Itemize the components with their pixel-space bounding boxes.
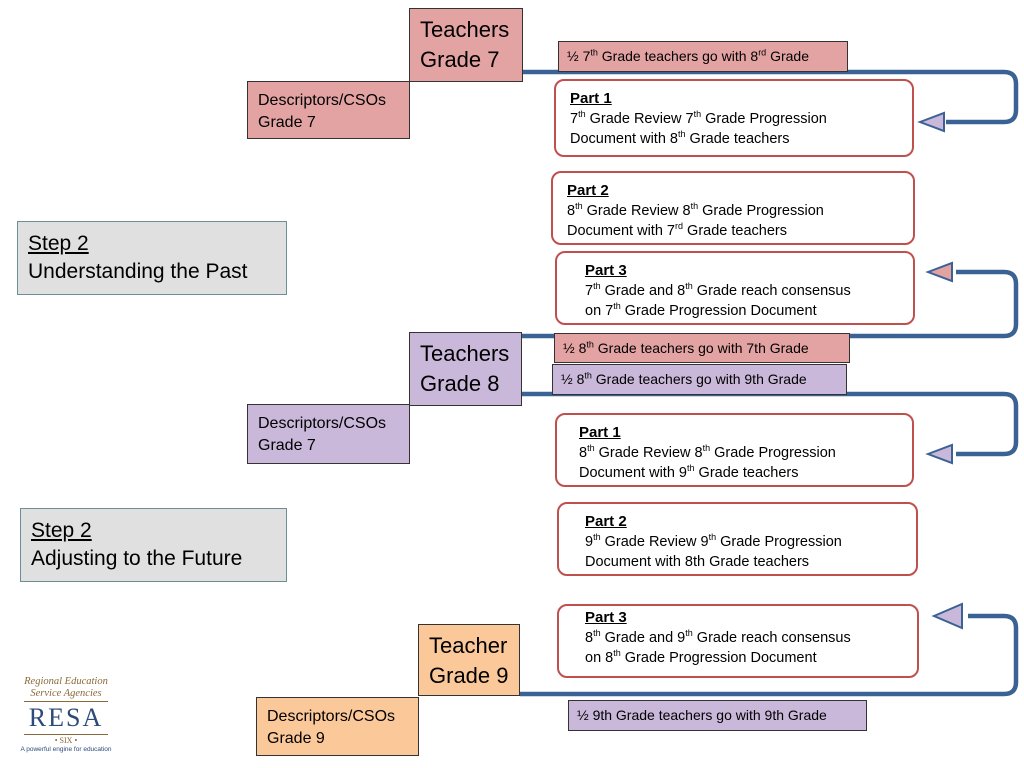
part3-consensus-7-card: Part 3 7th Grade and 8th Grade reach con…	[555, 251, 915, 325]
step-heading: Step 2	[28, 232, 89, 255]
teacher-grade9-box: Teacher Grade 9	[418, 624, 520, 696]
arrowhead-left	[925, 261, 953, 283]
part-title: Part 3	[585, 609, 627, 626]
teachers-grade8-box: Teachers Grade 8	[409, 332, 522, 406]
connector-g8-part3	[522, 269, 1019, 339]
arrowhead-left	[917, 111, 945, 133]
step2-understanding-past: Step 2 Understanding the Past	[17, 221, 287, 295]
part3-consensus-8-card: Part 3 8th Grade and 9th Grade reach con…	[557, 604, 919, 678]
part-title: Part 2	[585, 513, 627, 530]
logo-rule	[24, 734, 108, 735]
part-text-line1: 7th Grade Review 7th Grade Progression	[570, 109, 827, 127]
part-text-line2: Document with 8th Grade teachers	[585, 554, 810, 570]
logo-line1: Regional Education	[24, 676, 108, 687]
part-title: Part 3	[585, 262, 627, 279]
arrowhead-left	[931, 602, 963, 630]
descriptors-line2: Grade 9	[267, 730, 325, 747]
part-text-line1: 7th Grade and 8th Grade reach consensus	[585, 281, 851, 299]
part-text-line1: 9th Grade Review 9th Grade Progression	[585, 532, 842, 550]
teachers-grade8-line1: Teachers	[420, 341, 510, 366]
part-text-line2: Document with 9th Grade teachers	[579, 463, 799, 481]
teachers-grade7-line2: Grade 7	[420, 47, 500, 72]
part-text-line2: Document with 7rd Grade teachers	[567, 221, 787, 239]
descriptors-grade8-box: Descriptors/CSOs Grade 7	[247, 404, 410, 464]
part-text-line1: 8th Grade Review 8th Grade Progression	[567, 201, 824, 219]
descriptors-line1: Descriptors/CSOs	[258, 92, 387, 109]
connector-g7-part1	[522, 69, 1019, 125]
teacher-grade9-line2: Grade 9	[429, 663, 509, 688]
teachers-grade7-box: Teachers Grade 7	[409, 8, 523, 82]
connector-g8-part1	[522, 391, 1019, 457]
teacher-grade9-line1: Teacher	[429, 633, 508, 658]
part-text-line1: 8th Grade and 9th Grade reach consensus	[585, 628, 851, 646]
descriptors-line1: Descriptors/CSOs	[258, 415, 387, 432]
descriptors-grade7-box: Descriptors/CSOs Grade 7	[247, 81, 410, 139]
logo-rule	[24, 701, 108, 702]
part-text-line1: 8th Grade Review 8th Grade Progression	[579, 443, 836, 461]
note-8th-with-7th: ½ 8th Grade teachers go with 7th Grade	[554, 333, 850, 363]
part2-grade9-card: Part 2 9th Grade Review 9th Grade Progre…	[557, 502, 918, 576]
part-text-line2: on 8th Grade Progression Document	[585, 648, 817, 666]
descriptors-line2: Grade 7	[258, 437, 316, 454]
note-7th-with-8th: ½ 7th Grade teachers go with 8rd Grade	[558, 41, 848, 72]
part-title: Part 1	[570, 90, 612, 107]
resa-logo: Regional Education Service Agencies RESA…	[16, 676, 116, 754]
part-text-line2: Document with 8th Grade teachers	[570, 129, 790, 147]
part-text-line2: on 7th Grade Progression Document	[585, 301, 817, 319]
teachers-grade8-line2: Grade 8	[420, 371, 500, 396]
step-heading: Step 2	[31, 519, 92, 542]
note-9th-with-9th: ½ 9th Grade teachers go with 9th Grade	[568, 700, 867, 731]
descriptors-line1: Descriptors/CSOs	[267, 708, 396, 725]
logo-sub: • SIX •	[54, 736, 78, 745]
step2-adjusting-future: Step 2 Adjusting to the Future	[20, 508, 287, 582]
part1-grade7-card: Part 1 7th Grade Review 7th Grade Progre…	[554, 79, 914, 157]
logo-line2: Service Agencies	[30, 688, 102, 699]
descriptors-line2: Grade 7	[258, 114, 316, 131]
note-8th-with-9th: ½ 8th Grade teachers go with 9th Grade	[552, 364, 847, 395]
connector-g9-part3	[520, 613, 1019, 697]
step-subtitle: Adjusting to the Future	[31, 547, 243, 570]
part-title: Part 2	[567, 182, 609, 199]
step-subtitle: Understanding the Past	[28, 260, 248, 283]
teachers-grade7-line1: Teachers	[420, 17, 510, 42]
arrowhead-left	[925, 443, 953, 465]
part-title: Part 1	[579, 424, 621, 441]
descriptors-grade9-box: Descriptors/CSOs Grade 9	[256, 697, 419, 756]
part1-grade8-card: Part 1 8th Grade Review 8th Grade Progre…	[555, 413, 914, 487]
logo-tagline: A powerful engine for education	[20, 746, 112, 753]
part2-grade8-card: Part 2 8th Grade Review 8th Grade Progre…	[551, 171, 915, 245]
logo-mark: RESA	[28, 703, 104, 732]
